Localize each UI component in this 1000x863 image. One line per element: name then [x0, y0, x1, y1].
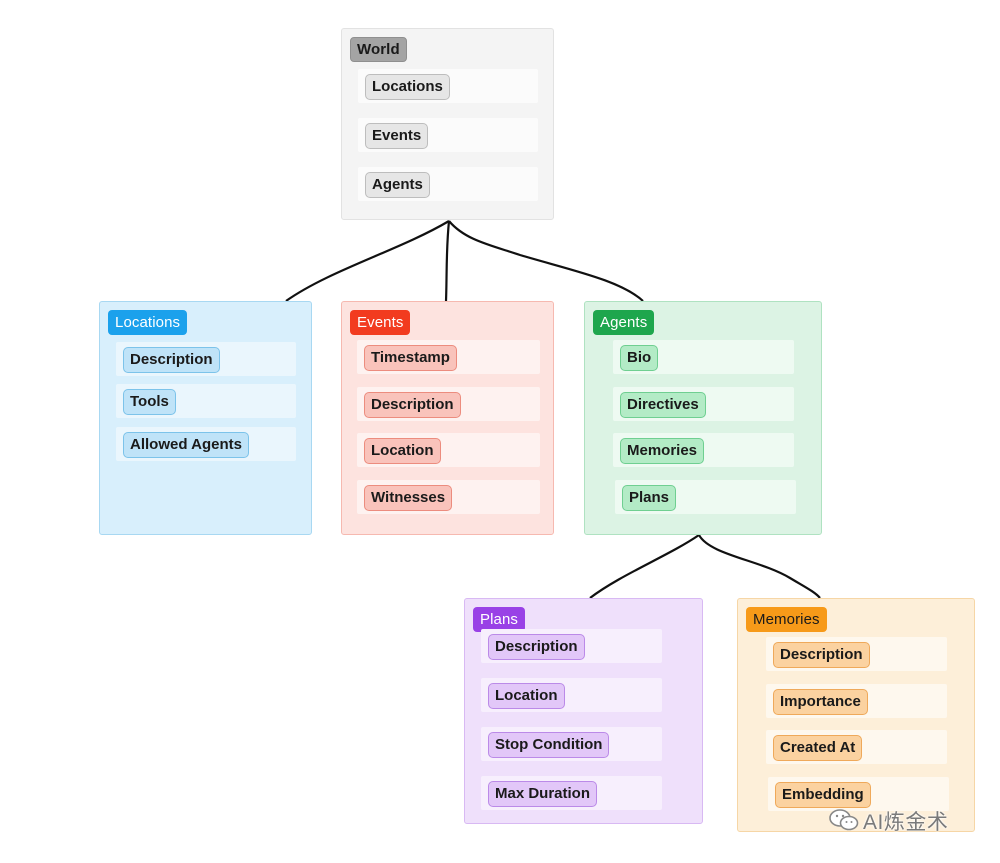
- watermark: AI炼金术: [828, 806, 948, 838]
- world-field-row: Agents: [358, 167, 538, 201]
- field-pill: Max Duration: [488, 781, 598, 807]
- memories-field-row: Importance: [766, 684, 947, 718]
- field-pill: Events: [365, 123, 429, 149]
- locations-field-row: Description: [116, 342, 296, 376]
- events-field-row: Location: [357, 433, 540, 467]
- plans-field-row: Stop Condition: [481, 727, 662, 761]
- agents-field-row: Memories: [613, 433, 794, 467]
- connector-world-agents: [448, 220, 644, 302]
- plans-field-row: Description: [481, 629, 662, 663]
- field-pill: Created At: [773, 735, 863, 761]
- connector-world-locations: [285, 220, 450, 302]
- plans-field-row: Location: [481, 678, 662, 712]
- agents-group: Agents Bio Directives Memories Plans: [584, 301, 822, 535]
- field-pill: Description: [364, 392, 461, 418]
- events-field-row: Timestamp: [357, 340, 540, 374]
- field-pill: Plans: [622, 485, 677, 511]
- locations-title: Locations: [108, 310, 188, 335]
- watermark-text: AI炼金术: [863, 811, 949, 834]
- events-title: Events: [350, 310, 411, 335]
- memories-group: Memories Description Importance Created …: [737, 598, 975, 832]
- agents-field-row: Bio: [613, 340, 794, 374]
- field-pill: Description: [123, 347, 220, 373]
- field-pill: Description: [488, 634, 585, 660]
- events-field-row: Description: [357, 387, 540, 421]
- field-pill: Stop Condition: [488, 732, 610, 758]
- connector-agents-plans: [589, 534, 700, 599]
- memories-field-row: Embedding: [768, 777, 949, 811]
- field-pill: Importance: [773, 689, 868, 715]
- memories-title: Memories: [746, 607, 827, 632]
- field-pill: Witnesses: [364, 485, 453, 511]
- connector-world-events: [444, 220, 451, 302]
- field-pill: Directives: [620, 392, 706, 418]
- memories-field-row: Description: [766, 637, 947, 671]
- plans-field-row: Max Duration: [481, 776, 662, 810]
- field-pill: Agents: [365, 172, 430, 198]
- field-pill: Location: [488, 683, 565, 709]
- events-group: Events Timestamp Description Location Wi…: [341, 301, 554, 535]
- locations-group: Locations Description Tools Allowed Agen…: [99, 301, 312, 535]
- memories-field-row: Created At: [766, 730, 947, 764]
- field-pill: Locations: [365, 74, 450, 100]
- world-group: World Locations Events Agents: [341, 28, 554, 220]
- field-pill: Tools: [123, 389, 176, 415]
- field-pill: Bio: [620, 345, 659, 371]
- field-pill: Location: [364, 438, 441, 464]
- world-field-row: Locations: [358, 69, 538, 103]
- world-field-row: Events: [358, 118, 538, 152]
- agents-field-row: Plans: [615, 480, 796, 514]
- agents-field-row: Directives: [613, 387, 794, 421]
- plans-title: Plans: [473, 607, 526, 632]
- events-field-row: Witnesses: [357, 480, 540, 514]
- field-pill: Description: [773, 642, 870, 668]
- field-pill: Memories: [620, 438, 705, 464]
- field-pill: Timestamp: [364, 345, 457, 371]
- locations-field-row: Tools: [116, 384, 296, 418]
- connector-agents-memories: [698, 534, 821, 599]
- agents-title: Agents: [593, 310, 655, 335]
- locations-field-row: Allowed Agents: [116, 427, 296, 461]
- wechat-logo-icon: [828, 808, 860, 838]
- field-pill: Embedding: [775, 782, 871, 808]
- plans-group: Plans Description Location Stop Conditio…: [464, 598, 703, 824]
- world-title: World: [350, 37, 407, 62]
- field-pill: Allowed Agents: [123, 432, 249, 458]
